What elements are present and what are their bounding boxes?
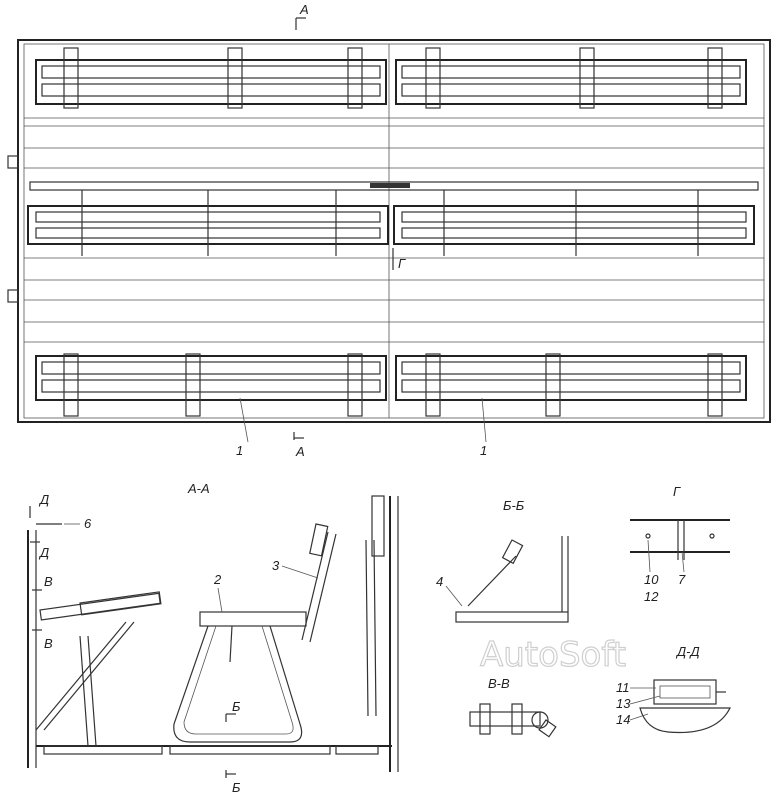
svg-text:Б: Б [232,699,241,714]
title-g: Г [673,484,681,499]
callout-1-left: 1 [236,443,243,458]
section-aa: А-А Д 6 Д В В 2 [27,481,399,795]
svg-text:Б: Б [232,780,241,795]
svg-text:12: 12 [644,589,659,604]
watermark: AutoSoft [480,635,626,675]
svg-text:В: В [44,574,53,589]
title-vv: В-В [488,676,510,691]
bench-middle-right [393,190,755,256]
svg-text:11: 11 [616,680,630,695]
svg-text:2: 2 [213,572,222,587]
svg-text:А: А [299,2,309,17]
svg-text:13: 13 [616,696,631,711]
svg-text:3: 3 [272,558,280,573]
section-dd: Д-Д 11 13 14 [616,644,731,734]
title-dd: Д-Д [675,644,700,659]
svg-text:7: 7 [678,572,686,587]
bench-bottom-left [35,353,387,417]
svg-text:Д: Д [38,492,49,507]
svg-text:Г: Г [398,256,406,271]
ref-g-marker: Г [392,248,406,271]
svg-text:10: 10 [644,572,659,587]
floor-planks [24,117,764,343]
callout-1-right: 1 [480,443,487,458]
svg-text:Д: Д [38,545,49,560]
bench-top-left [35,47,387,109]
section-bb: Б-Б 4 [436,498,569,623]
section-marker-a-bottom: А [293,432,305,459]
bench-bottom-right [395,353,747,417]
svg-text:А: А [295,444,305,459]
bench-top-right [395,47,747,109]
svg-text:В: В [44,636,53,651]
title-bb: Б-Б [503,498,525,513]
detail-g: Г 10 12 7 [630,484,730,604]
section-marker-a-top: А [295,2,309,30]
plan-view: А А Г 1 1 [7,2,771,459]
svg-text:6: 6 [84,516,92,531]
svg-text:14: 14 [616,712,630,727]
section-vv: В-В [469,676,557,738]
bench-middle-left [27,190,389,256]
svg-text:4: 4 [436,574,443,589]
title-aa: А-А [187,481,210,496]
